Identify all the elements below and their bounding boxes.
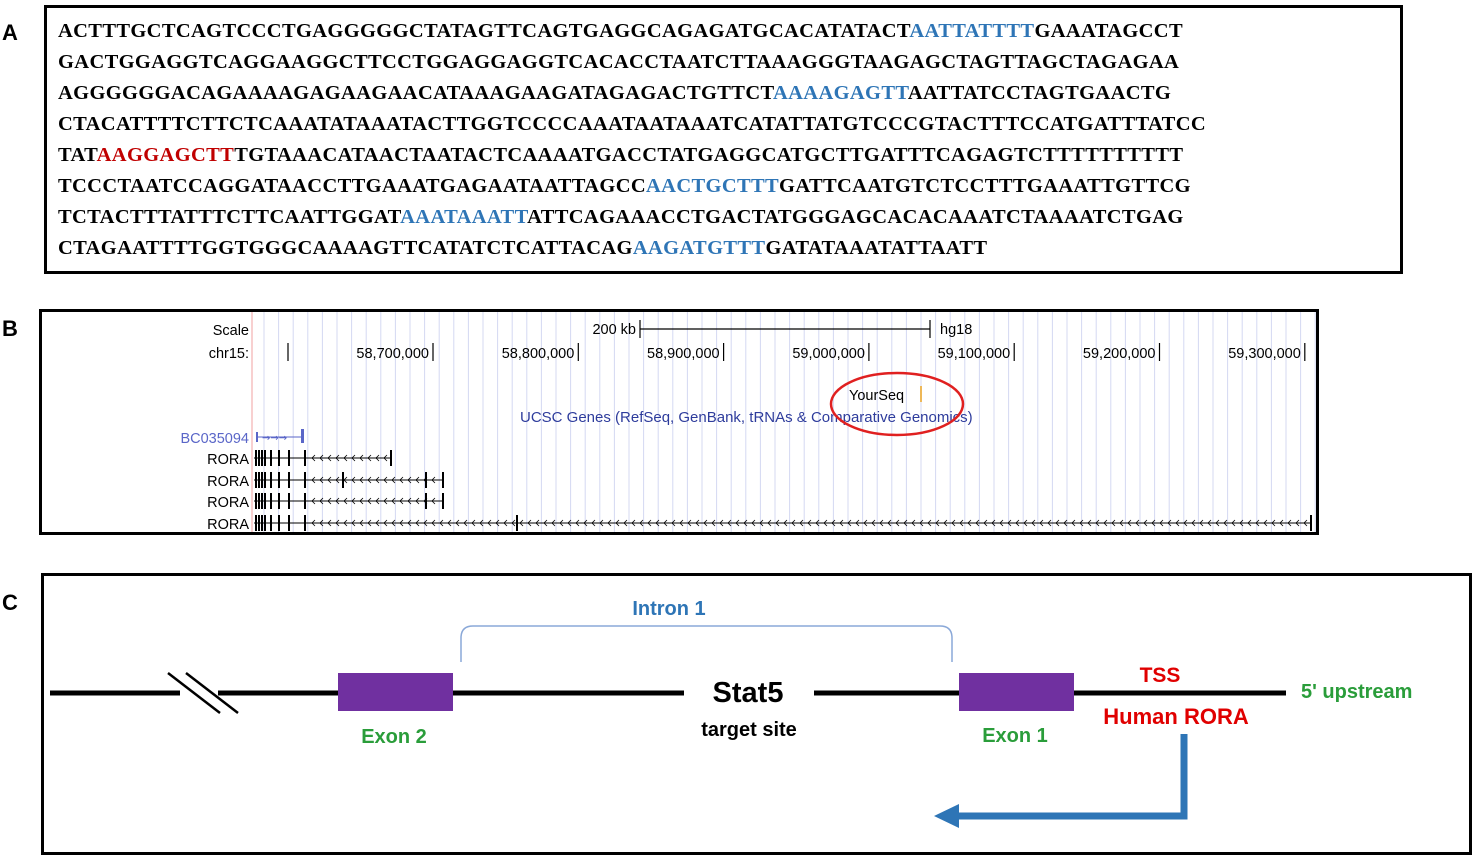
- genome-browser-svg: Scale 200 kb hg18 chr15: 58,700,000 58,80…: [180, 312, 1316, 532]
- position-label: 59,300,000: [1228, 346, 1301, 362]
- panel-label-b: B: [2, 316, 18, 341]
- rora-transcript-2: [254, 472, 444, 488]
- rora-gene-models: [254, 450, 1312, 531]
- scale-value: 200 kb: [592, 322, 636, 338]
- sequence-line: GACTGGAGGTCAGGAAGGCTTCCTGGAGGAGGTCACACCT…: [58, 50, 1179, 74]
- intron-label: Intron 1: [632, 598, 705, 620]
- exon-1-box: [959, 673, 1074, 711]
- position-ruler: 58,700,000 58,800,000 58,900,000 59,000,000…: [356, 343, 1306, 362]
- panel-label-c: C: [2, 590, 18, 615]
- sequence-segment: GACTGGAGGTCAGGAAGGCTTCCTGGAGGAGGTCACACCT…: [58, 51, 1180, 73]
- tss-label: TSS: [1140, 664, 1181, 687]
- sequence-segment: TCCCTAATCCAGGATAACCTTGAAATGAGAATAATTAGCC: [58, 175, 647, 197]
- sequence-panel: ACTTTGCTCAGTCCCTGAGGGGGCTATAGTTCAGTGAGGC…: [44, 5, 1403, 274]
- sequence-segment: CTAGAATTTTGGTGGGCAAAAGTTCATATCTCATTACAG: [58, 237, 633, 259]
- motif-segment: AAAAGAGTT: [772, 82, 908, 104]
- sequence-line: CTACATTTTCTTCTCAAATATAAATACTTGGTCCCCAAAT…: [58, 112, 1206, 136]
- exon-1-label: Exon 1: [982, 725, 1048, 747]
- stat5-label: Stat5: [713, 677, 784, 709]
- transcription-arrow: [934, 734, 1188, 828]
- rora-transcript-3: [254, 493, 444, 509]
- sequence-segment: TAT: [58, 144, 97, 166]
- motif-segment: AATTATTTT: [909, 20, 1035, 42]
- gene-bc035094-model: →→→: [256, 429, 304, 444]
- position-label: 58,700,000: [356, 346, 429, 362]
- gene-label-rora-2: RORA: [207, 474, 249, 490]
- scale-label: Scale: [213, 323, 249, 339]
- rora-transcript-1: [254, 450, 392, 466]
- target-site-label: target site: [701, 719, 797, 741]
- gene-label-rora-1: RORA: [207, 452, 249, 468]
- gene-label: Human RORA: [1103, 704, 1249, 729]
- sequence-line: CTAGAATTTTGGTGGGCAAAAGTTCATATCTCATTACAGA…: [58, 236, 987, 260]
- stat5-site-segment: AAGGAGCTT: [96, 144, 235, 166]
- position-label: 58,900,000: [647, 346, 720, 362]
- gene-label-bc035094: BC035094: [180, 431, 249, 447]
- schematic-svg: Intron 1 Stat5 target site Exon 2 Exon 1…: [50, 598, 1412, 828]
- sequence-line: ACTTTGCTCAGTCCCTGAGGGGGCTATAGTTCAGTGAGGC…: [58, 19, 1183, 43]
- sequence-segment: GATTCAATGTCTCCTTTGAAATTGTTCG: [779, 175, 1191, 197]
- rora-transcript-4: [254, 515, 1312, 531]
- sequence-line: TATAAGGAGCTTTGTAAACATAACTAATACTCAAAATGAC…: [58, 143, 1183, 167]
- position-label: 59,000,000: [792, 346, 865, 362]
- sequence-segment: TGTAAACATAACTAATACTCAAAATGACCTATGAGGCATG…: [234, 144, 1184, 166]
- panel-label-a: A: [2, 20, 18, 45]
- position-label: 58,800,000: [502, 346, 575, 362]
- sequence-segment: GAAATAGCCT: [1034, 20, 1183, 42]
- motif-segment: AACTGCTTT: [646, 175, 780, 197]
- sequence-segment: ATTCAGAAACCTGACTATGGGAGCACACAAATCTAAAATC…: [527, 206, 1184, 228]
- yourseq-label: YourSeq: [849, 388, 904, 404]
- schematic-panel: Intron 1 Stat5 target site Exon 2 Exon 1…: [41, 573, 1472, 855]
- svg-text:→→→: →→→: [262, 433, 287, 444]
- exon-2-box: [338, 673, 453, 711]
- exon-2-label: Exon 2: [361, 726, 427, 748]
- assembly-label: hg18: [940, 322, 972, 338]
- motif-segment: AAATAAATT: [400, 206, 528, 228]
- highlight-circle: [829, 371, 965, 437]
- sequence-segment: TCTACTTTATTTCTTCAATTGGAT: [58, 206, 401, 228]
- motif-segment: AAGATGTTT: [632, 237, 766, 259]
- position-label: 59,200,000: [1083, 346, 1156, 362]
- browser-grid: [263, 312, 1316, 532]
- sequence-segment: CTACATTTTCTTCTCAAATATAAATACTTGGTCCCCAAAT…: [58, 113, 1207, 135]
- sequence-line: AGGGGGGACAGAAAAGAGAAGAACATAAAGAAGATAGAGA…: [58, 81, 1171, 105]
- sequence-segment: GATATAAATATTAATT: [765, 237, 988, 259]
- chrom-label: chr15:: [209, 346, 249, 362]
- intron-bracket: [460, 625, 953, 662]
- sequence-segment: ACTTTGCTCAGTCCCTGAGGGGGCTATAGTTCAGTGAGGC…: [58, 20, 910, 42]
- genome-browser-panel: Scale 200 kb hg18 chr15: 58,700,000 58,80…: [39, 309, 1319, 535]
- break-mark: [167, 672, 239, 714]
- upstream-label: 5' upstream: [1301, 681, 1412, 703]
- sequence-segment: AGGGGGGACAGAAAAGAGAAGAACATAAAGAAGATAGAGA…: [58, 82, 773, 104]
- sequence-line: TCTACTTTATTTCTTCAATTGGATAAATAAATTATTCAGA…: [58, 205, 1184, 229]
- position-label: 59,100,000: [938, 346, 1011, 362]
- sequence-segment: AATTATCCTAGTGAACTG: [907, 82, 1172, 104]
- gene-label-rora-4: RORA: [207, 517, 249, 532]
- gene-label-rora-3: RORA: [207, 495, 249, 511]
- sequence-line: TCCCTAATCCAGGATAACCTTGAAATGAGAATAATTAGCC…: [58, 174, 1191, 198]
- track-title: UCSC Genes (RefSeq, GenBank, tRNAs & Com…: [520, 409, 973, 426]
